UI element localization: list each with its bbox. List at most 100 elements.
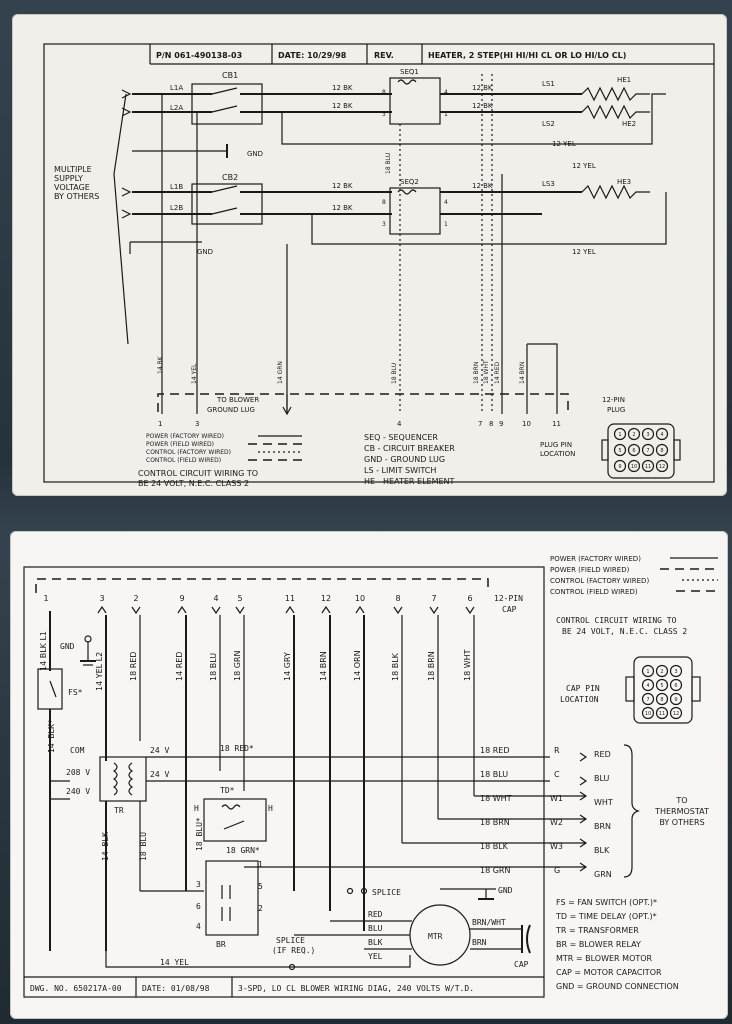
tr-com-label: COM [70, 746, 85, 755]
cap-pin-location-2: LOCATION [560, 695, 599, 704]
wire-18blk: 18 BLK [391, 652, 400, 681]
b-abbr-br: BR = BLOWER RELAY [556, 940, 641, 949]
wire-12bk-1: 12 BK [332, 84, 353, 92]
thermostat-bracket [623, 744, 640, 878]
seq2-label: SEQ2 [400, 178, 419, 186]
seq1-sequencer [389, 77, 441, 125]
mtr-label: MTR [428, 932, 443, 941]
plug-pin-location-2: LOCATION [540, 450, 575, 458]
plug-grid-5: 5 [618, 448, 621, 454]
therm-term-r: R [554, 746, 560, 755]
he2-label: HE2 [622, 120, 636, 128]
wire-12yel-3: 12 YEL [572, 248, 596, 256]
drawing-number: DWG. NO. 650217A-00 [30, 984, 122, 993]
legend-power-factory: POWER (FACTORY WIRED) [146, 433, 224, 440]
thermostat-arrows [244, 752, 588, 872]
b-abbr-tr: TR = TRANSFORMER [555, 926, 639, 935]
he3-element [581, 184, 650, 200]
therm-color-brn: BRN [594, 822, 611, 831]
cap-pin-3: 3 [99, 594, 104, 603]
transformer [99, 756, 147, 802]
tr-label: TR [114, 806, 124, 815]
plug-grid-10: 10 [631, 464, 637, 470]
therm-color-grn: GRN [594, 870, 612, 879]
diagram-title: HEATER, 2 STEP(HI HI/HI CL OR LO HI/LO C… [428, 51, 626, 60]
supply-label-3: VOLTAGE [54, 183, 90, 192]
tr-24v-a: 24 V [150, 746, 169, 755]
cap-grid-3: 3 [674, 669, 677, 675]
he3-label: HE3 [617, 178, 631, 186]
wire-18wht: 18 WHT [463, 649, 472, 681]
plug-pin-7: 7 [478, 420, 482, 428]
cap-pin-arrows [97, 605, 475, 615]
he2-element [581, 104, 650, 120]
plug-grid-6: 6 [632, 448, 635, 454]
therm-term-w3: W3 [550, 842, 563, 851]
cap-label: CAP [502, 605, 517, 614]
wire-14yel-bottom: 14 YEL [160, 958, 189, 967]
therm-wire-brn: 18 BRN [480, 818, 510, 827]
seq2-pin-8: 8 [382, 199, 386, 206]
wire-18brn: 18 BRN [427, 651, 436, 681]
b-abbr-td: TD = TIME DELAY (OPT.)* [555, 912, 657, 921]
heater-wiring-card: P/N 061-490138-03 DATE: 10/29/98 REV. HE… [12, 14, 727, 496]
time-delay [203, 798, 267, 842]
wire-14brn-vert: 14 BRN [519, 362, 526, 384]
cap-pin-11: 11 [285, 594, 295, 603]
wire-18grn: 18 GRN [233, 651, 242, 681]
cap-pin-6: 6 [467, 594, 472, 603]
therm-wire-blu: 18 BLU [480, 770, 508, 779]
abbr-seq: SEQ - SEQUENCER [364, 433, 438, 442]
motor-wire-red: RED [368, 910, 383, 919]
tr-208v-label: 208 V [66, 768, 90, 777]
if-req-label: (IF REQ.) [272, 946, 315, 955]
b-legend-power-field: POWER (FIELD WIRED) [550, 566, 630, 574]
plug-grid-4: 4 [660, 432, 663, 438]
therm-color-wht: WHT [594, 798, 613, 807]
cap-12pin-label: 12-PIN [494, 594, 523, 603]
b-diagram-title: 3-SPD, LO CL BLOWER WIRING DIAG, 240 VOL… [238, 984, 474, 993]
b-diagram-frame [23, 566, 545, 998]
fs-label: FS* [68, 688, 83, 697]
plug-grid-11: 11 [645, 464, 651, 470]
td-h2: H [268, 804, 273, 813]
cap-wire-brnwht: BRN/WHT [472, 918, 506, 927]
br-pin-4: 4 [196, 922, 201, 931]
td-label: TD* [220, 786, 235, 795]
seq1-pin-8: 8 [382, 89, 386, 96]
supply-label-2: SUPPLY [54, 174, 83, 183]
cap-grid-7: 7 [646, 697, 649, 703]
b-control-note-1: CONTROL CIRCUIT WIRING TO [556, 616, 677, 625]
plug-pin-9: 9 [499, 420, 503, 428]
l2b-label: L2B [170, 204, 183, 212]
wire-18grn-star: 18 GRN* [226, 846, 260, 855]
supply-label-4: BY OTHERS [54, 192, 99, 201]
seq2-pin-4: 4 [444, 199, 448, 206]
revision: REV. [374, 51, 394, 60]
wire-18brn-vert: 18 BRN [473, 362, 480, 384]
legend-control-factory: CONTROL (FACTORY WIRED) [146, 449, 231, 456]
plug-outline [157, 393, 569, 412]
wire-18blu: 18 BLU [209, 653, 218, 681]
b-abbr-cap: CAP = MOTOR CAPACITOR [556, 968, 662, 977]
l1a-label: L1A [170, 84, 183, 92]
cap-pin-location-1: CAP PIN [566, 684, 600, 693]
diagram-frame [43, 43, 715, 483]
legend-control-field: CONTROL (FIELD WIRED) [146, 457, 221, 464]
cap-pin-2: 2 [133, 594, 138, 603]
plug-pin-11: 11 [552, 420, 561, 428]
plug-grid-7: 7 [646, 448, 649, 454]
tr-24v-b: 24 V [150, 770, 169, 779]
wire-12bk-5: 12 BK [332, 182, 353, 190]
plug-pin-1: 1 [158, 420, 162, 428]
br-label: BR [216, 940, 226, 949]
wire-18blu-vert: 18 BLU [385, 153, 392, 174]
plug-pin-location-1: PLUG PIN [540, 441, 572, 449]
wire-18blu-tr: 18 BLU [139, 832, 148, 861]
to-blower-label: TO BLOWER [216, 396, 259, 404]
b-legend-control-factory: CONTROL (FACTORY WIRED) [550, 577, 649, 585]
wire-14brn: 14 BRN [319, 651, 328, 681]
b-abbr-fs: FS = FAN SWITCH (OPT.)* [556, 898, 657, 907]
br-pin-2: 2 [258, 904, 263, 913]
cap-grid-9: 9 [674, 697, 677, 703]
